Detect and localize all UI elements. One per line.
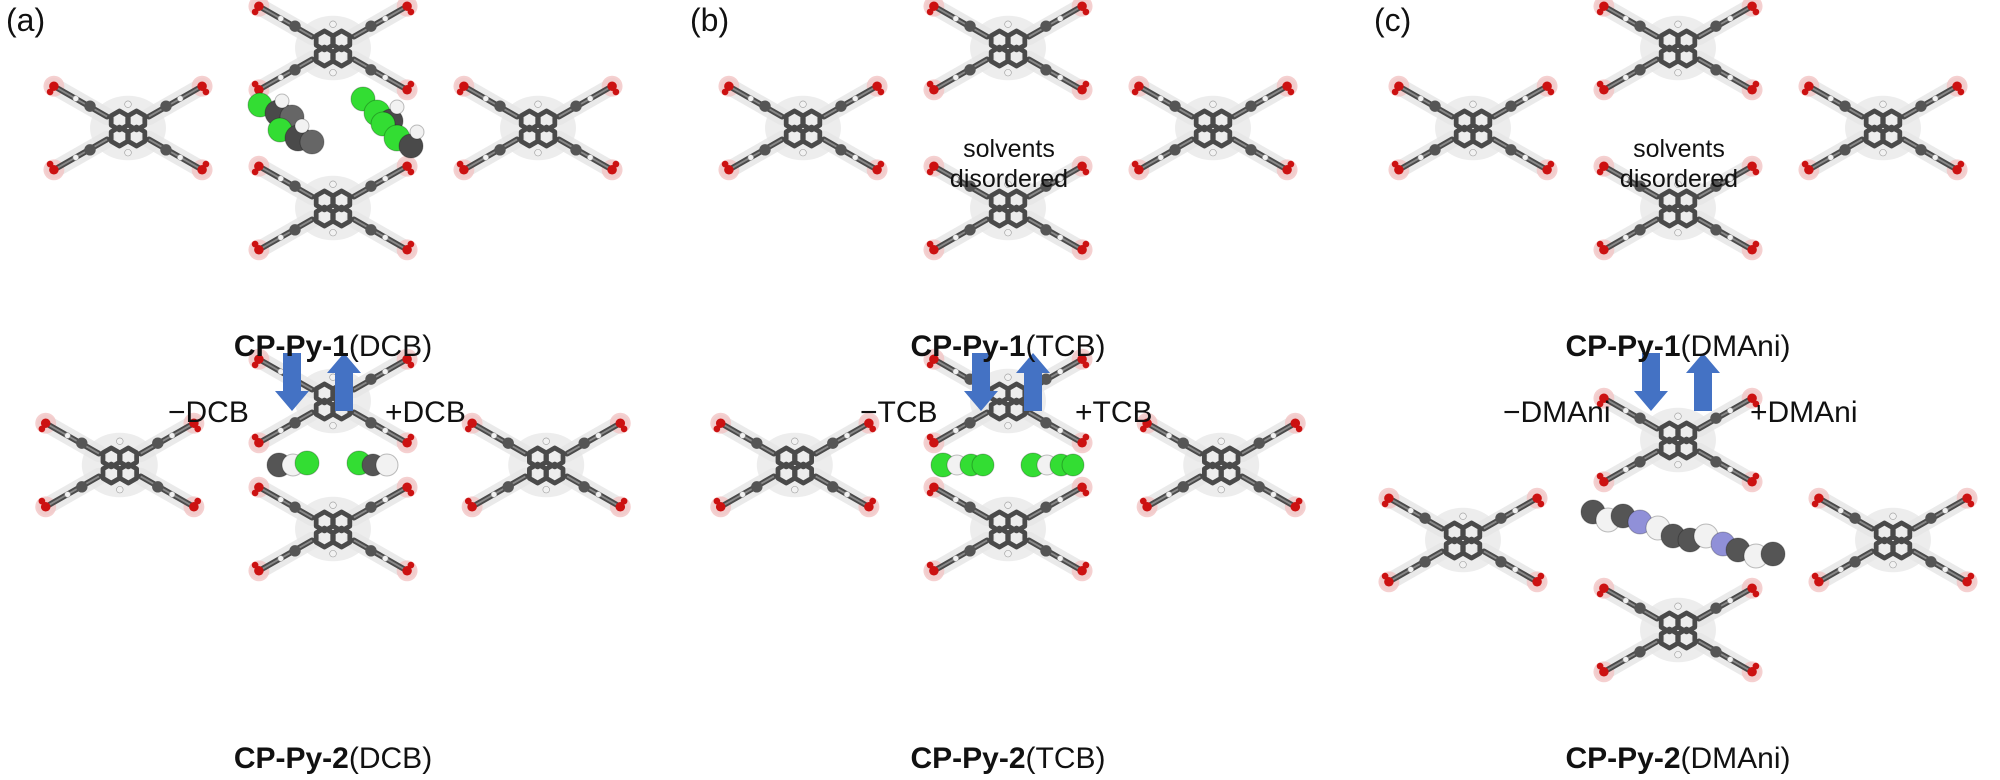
pore-note-line-2: disordered	[949, 165, 1069, 193]
down-arrow-icon	[964, 353, 998, 411]
remove-guest-label: −DMAni	[1503, 396, 1611, 429]
down-arrow-icon	[1634, 353, 1668, 411]
bottom-structure-label: CP-Py-2(DMAni)	[1565, 742, 1791, 775]
panel-c-structures	[1378, 0, 1978, 683]
pore-note-line-1: solvents	[963, 135, 1055, 163]
up-arrow-icon	[1686, 353, 1720, 411]
pore-note-line-1: solvents	[1633, 135, 1725, 163]
framework-top	[43, 0, 623, 261]
framework-top	[1388, 0, 1968, 261]
framework-bottom	[1378, 387, 1978, 683]
panel-b-structures	[710, 0, 1306, 582]
framework-bottom	[710, 348, 1306, 582]
framework-bottom	[35, 348, 631, 582]
top-structure-label: CP-Py-1(DMAni)	[1565, 330, 1791, 363]
remove-guest-label: −TCB	[860, 396, 938, 429]
panel-a: (a) CP-Py-1(DCB) −DCB +DCB CP-Py-2(DCB)	[0, 0, 666, 780]
add-guest-label: +DMAni	[1750, 396, 1858, 429]
top-structure-label: CP-Py-1(DCB)	[233, 330, 433, 363]
remove-guest-label: −DCB	[168, 396, 249, 429]
top-structure-label: CP-Py-1(TCB)	[910, 330, 1106, 363]
panel-c: (c) solvents disordered CP-Py-1(DMAni) −…	[1368, 0, 2000, 780]
add-guest-label: +TCB	[1075, 396, 1153, 429]
bottom-structure-label: CP-Py-2(TCB)	[910, 742, 1106, 775]
down-arrow-icon	[275, 353, 309, 411]
panel-label: (b)	[690, 2, 730, 38]
bottom-structure-label: CP-Py-2(DCB)	[233, 742, 433, 775]
up-arrow-icon	[327, 353, 361, 411]
panel-a-structures	[35, 0, 631, 582]
panel-b: (b) solvents disordered CP-Py-1(TCB) −TC…	[684, 0, 1350, 780]
add-guest-label: +DCB	[385, 396, 466, 429]
up-arrow-icon	[1016, 353, 1050, 411]
panel-label: (a)	[6, 2, 46, 38]
framework-top	[718, 0, 1298, 261]
pore-note-line-2: disordered	[1619, 165, 1739, 193]
panel-label: (c)	[1374, 2, 1412, 38]
